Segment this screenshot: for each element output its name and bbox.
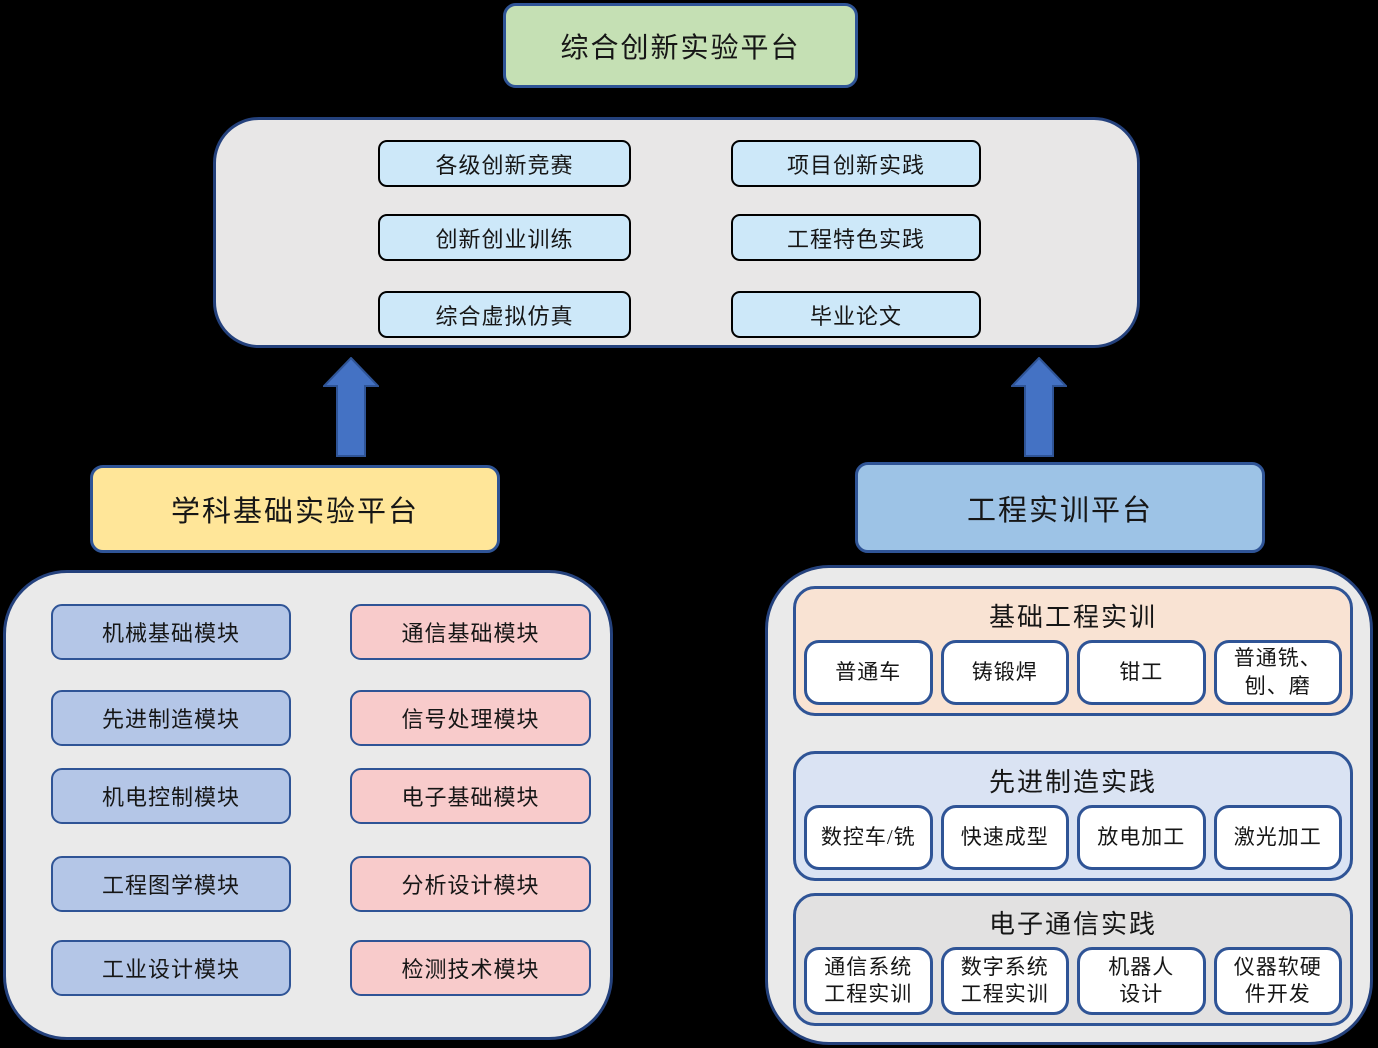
- innovation-item-label: 综合虚拟仿真: [435, 303, 574, 329]
- innovation-item-label: 各级创新竞赛: [435, 152, 574, 178]
- up-arrow-right-icon: [1011, 357, 1067, 457]
- module-box: 先进制造模块: [51, 690, 291, 746]
- training-item-label: 钳工: [1119, 659, 1164, 684]
- section-title: 电子通信实践: [988, 910, 1157, 939]
- innovation-item-label: 工程特色实践: [786, 226, 925, 252]
- training-item-label: 通信系统 工程实训: [824, 954, 913, 1006]
- module-label: 检测技术模块: [401, 957, 540, 982]
- section-items: 数控车/铣 快速成型 放电加工 激光加工: [804, 805, 1342, 870]
- training-item: 普通车: [804, 640, 933, 705]
- innovation-item: 毕业论文: [731, 291, 981, 338]
- module-box: 检测技术模块: [350, 940, 591, 996]
- training-item-label: 数控车/铣: [820, 824, 916, 849]
- basic-platform-box: 学科基础实验平台: [90, 465, 500, 553]
- innovation-item: 综合虚拟仿真: [378, 291, 631, 338]
- module-box: 分析设计模块: [350, 856, 591, 912]
- module-label: 通信基础模块: [401, 621, 540, 646]
- training-item-label: 快速成型: [960, 824, 1049, 849]
- training-item-label: 放电加工: [1097, 824, 1186, 849]
- up-arrow-left-icon: [323, 357, 379, 457]
- module-label: 分析设计模块: [401, 873, 540, 898]
- top-platform-label: 综合创新实验平台: [560, 32, 801, 64]
- training-item: 钳工: [1077, 640, 1206, 705]
- innovation-item: 工程特色实践: [731, 214, 981, 261]
- training-item: 数控车/铣: [804, 805, 933, 870]
- training-item: 普通铣、 刨、磨: [1213, 640, 1342, 705]
- training-item-label: 普通车: [835, 659, 902, 684]
- section-title: 先进制造实践: [988, 768, 1157, 797]
- module-box: 通信基础模块: [350, 604, 591, 660]
- training-item-label: 机器人 设计: [1108, 954, 1175, 1006]
- module-label: 机械基础模块: [101, 621, 240, 646]
- module-label: 信号处理模块: [401, 707, 540, 732]
- module-box: 电子基础模块: [350, 768, 591, 824]
- section-title: 基础工程实训: [988, 603, 1157, 632]
- innovation-item-label: 毕业论文: [809, 303, 902, 329]
- module-label: 工业设计模块: [101, 957, 240, 982]
- training-section-electronics: 电子通信实践 通信系统 工程实训 数字系统 工程实训 机器人 设计 仪器软硬 件…: [793, 893, 1353, 1026]
- innovation-item: 创新创业训练: [378, 214, 631, 261]
- training-platform-box: 工程实训平台: [855, 462, 1265, 553]
- top-platform-box: 综合创新实验平台: [503, 3, 858, 88]
- training-item-label: 铸锻焊: [971, 659, 1038, 684]
- training-item: 数字系统 工程实训: [940, 947, 1069, 1015]
- module-box: 工业设计模块: [51, 940, 291, 996]
- innovation-item-label: 项目创新实践: [786, 152, 925, 178]
- training-item: 机器人 设计: [1077, 947, 1206, 1015]
- training-platform-label: 工程实训平台: [966, 494, 1153, 527]
- training-item: 放电加工: [1077, 805, 1206, 870]
- basic-platform-label: 学科基础实验平台: [170, 496, 419, 528]
- training-panel: 基础工程实训 普通车 铸锻焊 钳工 普通铣、 刨、磨 先进制造实践: [765, 565, 1373, 1045]
- training-item: 仪器软硬 件开发: [1213, 947, 1342, 1015]
- training-item: 激光加工: [1213, 805, 1342, 870]
- training-item: 快速成型: [940, 805, 1069, 870]
- module-label: 工程图学模块: [101, 873, 240, 898]
- training-item-label: 激光加工: [1233, 824, 1322, 849]
- module-box: 机电控制模块: [51, 768, 291, 824]
- training-item-label: 仪器软硬 件开发: [1233, 954, 1322, 1006]
- training-section-basic: 基础工程实训 普通车 铸锻焊 钳工 普通铣、 刨、磨: [793, 586, 1353, 716]
- module-label: 先进制造模块: [101, 707, 240, 732]
- training-section-advanced: 先进制造实践 数控车/铣 快速成型 放电加工 激光加工: [793, 751, 1353, 881]
- training-item-label: 普通铣、 刨、磨: [1233, 646, 1322, 698]
- innovation-panel: 各级创新竞赛 创新创业训练 综合虚拟仿真 项目创新实践 工程特色实践 毕业论文: [213, 117, 1140, 348]
- basic-modules-panel: 机械基础模块 先进制造模块 机电控制模块 工程图学模块 工业设计模块 通信基础模…: [3, 570, 613, 1040]
- training-item: 通信系统 工程实训: [804, 947, 933, 1015]
- module-box: 工程图学模块: [51, 856, 291, 912]
- innovation-item-label: 创新创业训练: [435, 226, 574, 252]
- innovation-item: 项目创新实践: [731, 140, 981, 187]
- module-box: 信号处理模块: [350, 690, 591, 746]
- innovation-item: 各级创新竞赛: [378, 140, 631, 187]
- section-items: 通信系统 工程实训 数字系统 工程实训 机器人 设计 仪器软硬 件开发: [804, 947, 1342, 1015]
- module-box: 机械基础模块: [51, 604, 291, 660]
- module-label: 电子基础模块: [401, 785, 540, 810]
- training-item: 铸锻焊: [940, 640, 1069, 705]
- training-item-label: 数字系统 工程实训: [960, 954, 1049, 1006]
- module-label: 机电控制模块: [101, 785, 240, 810]
- section-items: 普通车 铸锻焊 钳工 普通铣、 刨、磨: [804, 640, 1342, 705]
